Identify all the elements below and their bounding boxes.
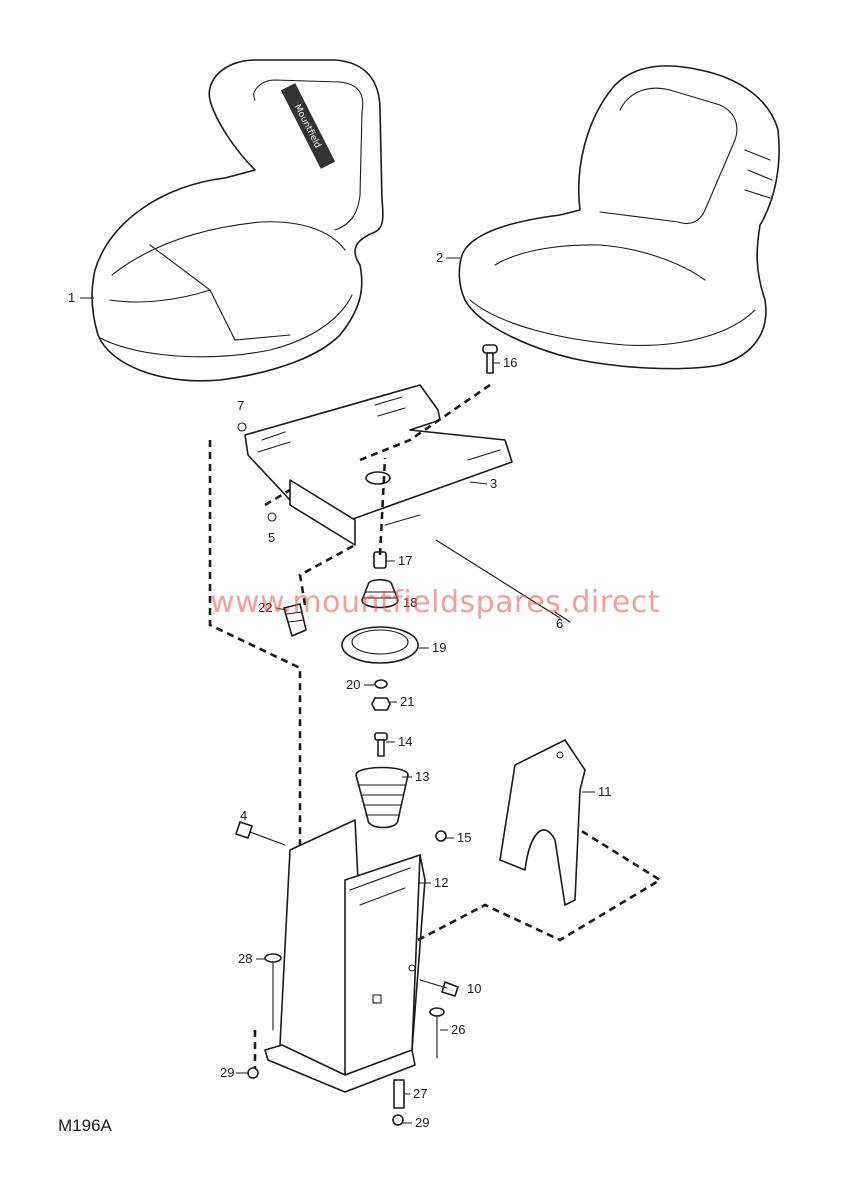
seat-plate-3-drawing [237,384,571,623]
callout-11: 11 [598,784,612,799]
callout-12: 12 [434,875,448,890]
callout-16: 16 [503,355,517,370]
clip-22-drawing [283,603,307,637]
watermark-text: www.mountfieldspares.direct [210,585,660,620]
callouts: 1 2 3 4 5 6 7 10 11 12 13 14 15 16 17 18… [68,250,612,1130]
callout-4: 4 [240,808,247,823]
callout-1: 1 [68,290,75,305]
callout-29-bottom: 29 [415,1115,429,1130]
cover-11-drawing [499,739,586,906]
callout-19: 19 [432,640,446,655]
diagram-code: M196A [58,1116,113,1135]
callout-7: 7 [237,398,244,413]
column-12-drawing [264,819,426,1093]
callout-2: 2 [436,250,443,265]
callout-20: 20 [346,677,360,692]
callout-28: 28 [238,951,252,966]
callout-3: 3 [490,476,497,491]
callout-27: 27 [413,1086,427,1101]
callout-5: 5 [268,530,275,545]
callout-10: 10 [467,981,481,996]
callout-17: 17 [398,553,412,568]
callout-13: 13 [415,769,429,784]
suspension-stack-drawing [341,551,419,711]
callout-29-left: 29 [220,1065,234,1080]
callout-14: 14 [398,734,412,749]
assembly-lines [208,383,663,1068]
spring-13-bolt-14-drawing [355,732,409,829]
callout-15: 15 [457,830,471,845]
seat-1-drawing: Mountfield [91,59,384,382]
callout-6: 6 [556,616,563,631]
callout-22: 22 [258,600,272,615]
callout-18: 18 [403,595,417,610]
callout-21: 21 [400,694,414,709]
bolt-16-drawing [482,344,498,374]
callout-26: 26 [451,1022,465,1037]
fasteners-drawing [235,821,459,1126]
seat-2-drawing [458,65,780,370]
